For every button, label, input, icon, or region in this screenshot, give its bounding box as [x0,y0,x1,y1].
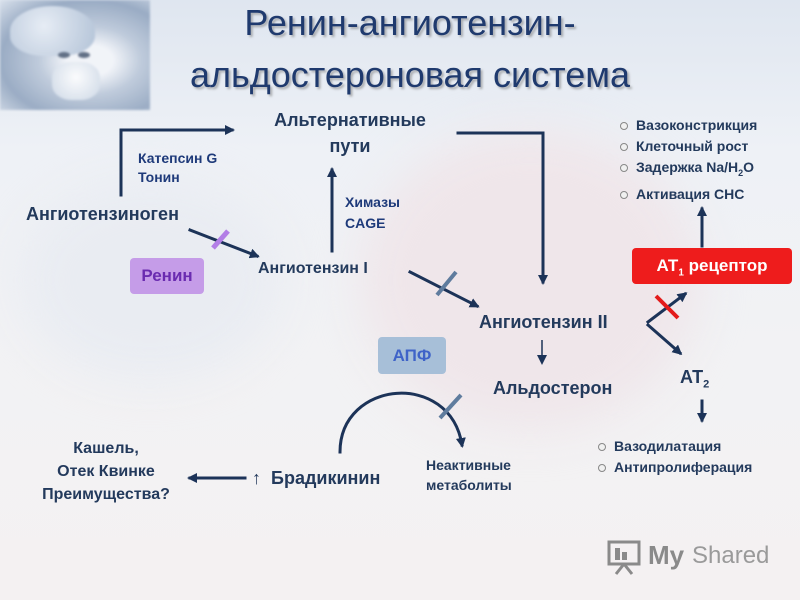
logo-text-shared: Shared [692,542,770,569]
node-inactive-line1: Неактивные [426,457,511,473]
bullet-icon [620,164,628,173]
arrow-angiotensinogen-to-alt [119,125,235,197]
ace-badge: АПФ [378,337,446,374]
title-line-2: альдостероновая система [189,54,631,95]
node-cough-line3: Преимущества? [42,486,170,503]
at2-receptor: АТ2 [680,367,709,391]
enzyme-cage: CAGE [345,215,386,231]
at1-subscript: 1 [678,267,684,279]
node-cough-line1: Кашель, [73,440,139,457]
at2-subscript: 2 [703,378,710,391]
ace-bradykinin-block-bar [438,393,463,420]
doctor-cap [10,6,95,56]
node-bradykinin: ↑ Брадикинин [252,468,380,489]
at2-effect-item: Вазодилатация [598,436,752,457]
node-aldosterone: Альдостерон [493,378,613,398]
node-cough-line2: Отек Квинке [57,463,155,480]
enzyme-cathepsin: Катепсин G [138,150,218,166]
bullet-icon [620,143,628,152]
at2-effect-item: Антипролиферация [598,457,752,478]
arrow-alt-to-ang2 [456,131,548,285]
renin-badge: Ренин [130,258,204,294]
node-alt-paths-line2: пути [329,136,371,156]
node-angiotensin-2: Ангиотензин II [479,312,608,332]
at2-label: АТ [680,367,704,387]
at1-effects-list: Вазоконстрикция Клеточный рост Задержка … [620,115,757,205]
bullet-icon [620,191,628,200]
at1-effect-item: Задержка Na/H2O [620,157,757,184]
doctor-eye [58,52,70,58]
myshared-logo: My Shared [606,536,776,581]
node-angiotensin-1: Ангиотензин I [258,260,368,277]
bullet-icon [620,122,628,131]
enzyme-chymase: Химазы [345,194,400,210]
arrow-bradykinin-arc [338,391,466,454]
at1-label: АТ [656,256,679,275]
title-line-1: Ренин-ангиотензин- [244,2,576,43]
arrow-angiotensinogen-to-ang1 [188,228,260,259]
bradykinin-label: Брадикинин [271,468,381,488]
doctor-eye [78,52,90,58]
increase-arrow-icon: ↑ [252,468,261,488]
doctor-photo [0,0,150,110]
node-alt-paths-line1: Альтернативные [274,110,426,130]
node-angiotensinogen: Ангиотензиноген [26,204,179,224]
arrow-ang2-to-at2 [645,322,683,356]
logo-text-my: My [648,540,685,570]
node-inactive-line2: метаболиты [426,477,512,493]
at1-effect-item: Активация СНС [620,184,757,205]
doctor-mask [52,62,100,100]
presentation-board-icon [607,540,641,575]
at1-effect-item: Клеточный рост [620,136,757,157]
ace-block-bar [435,270,458,297]
at1-effect-item: Вазоконстрикция [620,115,757,136]
at2-effects-list: Вазодилатация Антипролиферация [598,436,752,478]
at1-block-bar [654,294,680,320]
bullet-icon [598,443,606,452]
at1-receptor-word: рецептор [683,256,768,275]
renin-block-bar [211,229,230,250]
enzyme-tonin: Тонин [138,169,180,185]
at1-receptor-badge: АТ1 рецептор [632,248,792,284]
bullet-icon [598,464,606,473]
